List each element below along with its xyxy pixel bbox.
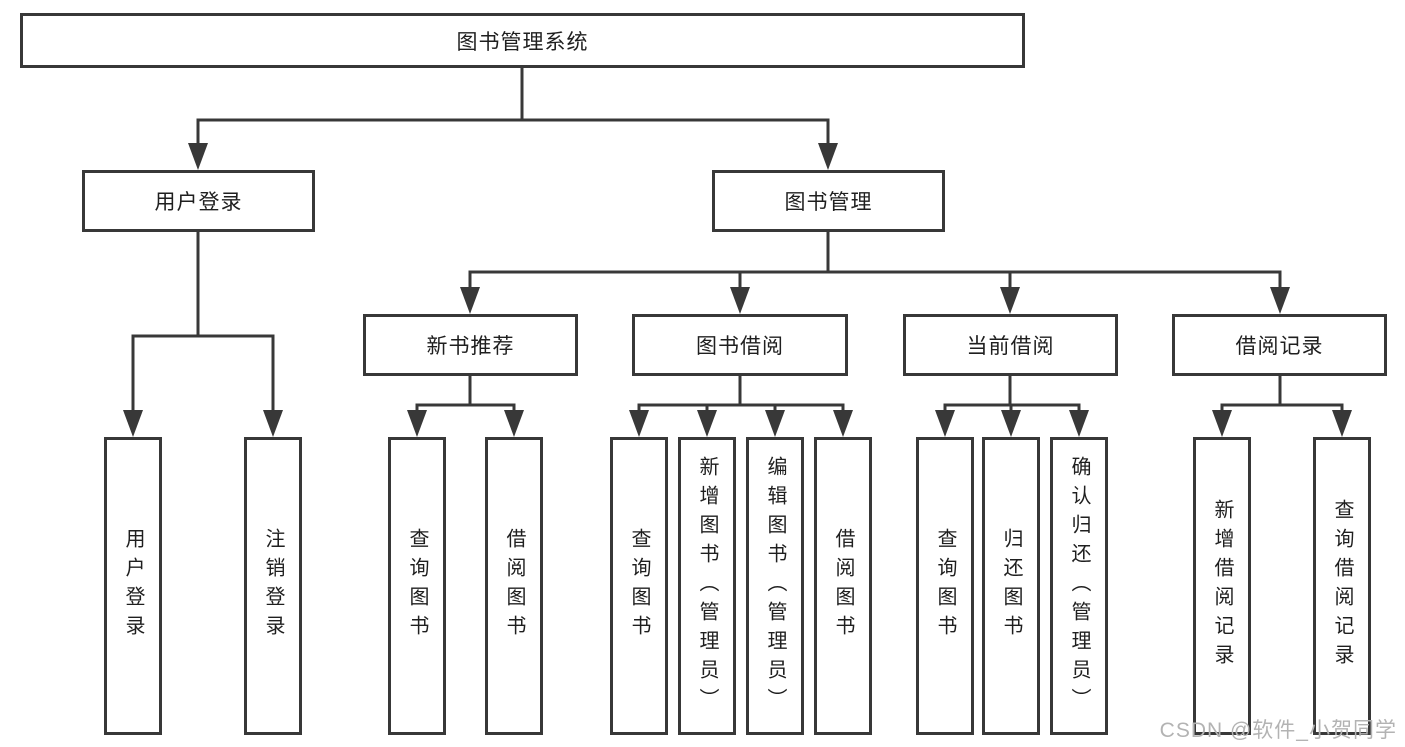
node-label: 借阅记录 [1235, 335, 1324, 358]
node-borrow-records: 借阅记录 [1172, 314, 1387, 376]
leaf-query-borrow-record: 查询借阅记录 [1313, 437, 1371, 735]
node-book-management: 图书管理 [712, 170, 945, 232]
node-label: 新书推荐 [426, 335, 515, 358]
leaf-borrow-books: 借阅图书 [814, 437, 872, 735]
leaf-user-login: 用户登录 [104, 437, 162, 735]
leaf-label: 确认归还（管理员） [1068, 455, 1090, 717]
arrowheads [123, 143, 1352, 437]
node-label: 当前借阅 [966, 335, 1055, 358]
node-current-borrow: 当前借阅 [903, 314, 1118, 376]
leaf-label: 查询图书 [628, 528, 650, 644]
leaf-label: 借阅图书 [503, 528, 525, 644]
node-new-book-recommend: 新书推荐 [363, 314, 578, 376]
leaf-label: 注销登录 [262, 528, 284, 644]
leaf-label: 编辑图书（管理员） [764, 455, 786, 717]
leaf-edit-books-admin: 编辑图书（管理员） [746, 437, 804, 735]
leaf-confirm-return-admin: 确认归还（管理员） [1050, 437, 1108, 735]
leaf-add-borrow-record: 新增借阅记录 [1193, 437, 1251, 735]
node-label: 图书管理系统 [456, 30, 589, 54]
leaf-logout: 注销登录 [244, 437, 302, 735]
leaf-label: 新增借阅记录 [1211, 499, 1233, 673]
leaf-label: 借阅图书 [832, 528, 854, 644]
node-label: 图书管理 [784, 191, 873, 214]
leaf-label: 新增图书（管理员） [696, 455, 718, 717]
leaf-label: 查询图书 [934, 528, 956, 644]
leaf-return-books: 归还图书 [982, 437, 1040, 735]
leaf-add-books-admin: 新增图书（管理员） [678, 437, 736, 735]
leaf-label: 归还图书 [1000, 528, 1022, 644]
leaf-query-books-borrow: 查询图书 [610, 437, 668, 735]
csdn-watermark: CSDN @软件_小贺同学 [1159, 719, 1397, 742]
node-user-login: 用户登录 [82, 170, 315, 232]
node-book-borrow: 图书借阅 [632, 314, 848, 376]
leaf-query-books-current: 查询图书 [916, 437, 974, 735]
leaf-label: 用户登录 [122, 528, 144, 644]
leaf-borrow-books-recommend: 借阅图书 [485, 437, 543, 735]
node-label: 用户登录 [154, 191, 243, 214]
node-label: 图书借阅 [696, 335, 784, 358]
leaf-query-books-recommend: 查询图书 [388, 437, 446, 735]
node-root-library-system: 图书管理系统 [20, 13, 1025, 68]
leaf-label: 查询图书 [406, 528, 428, 644]
leaf-label: 查询借阅记录 [1331, 499, 1353, 673]
